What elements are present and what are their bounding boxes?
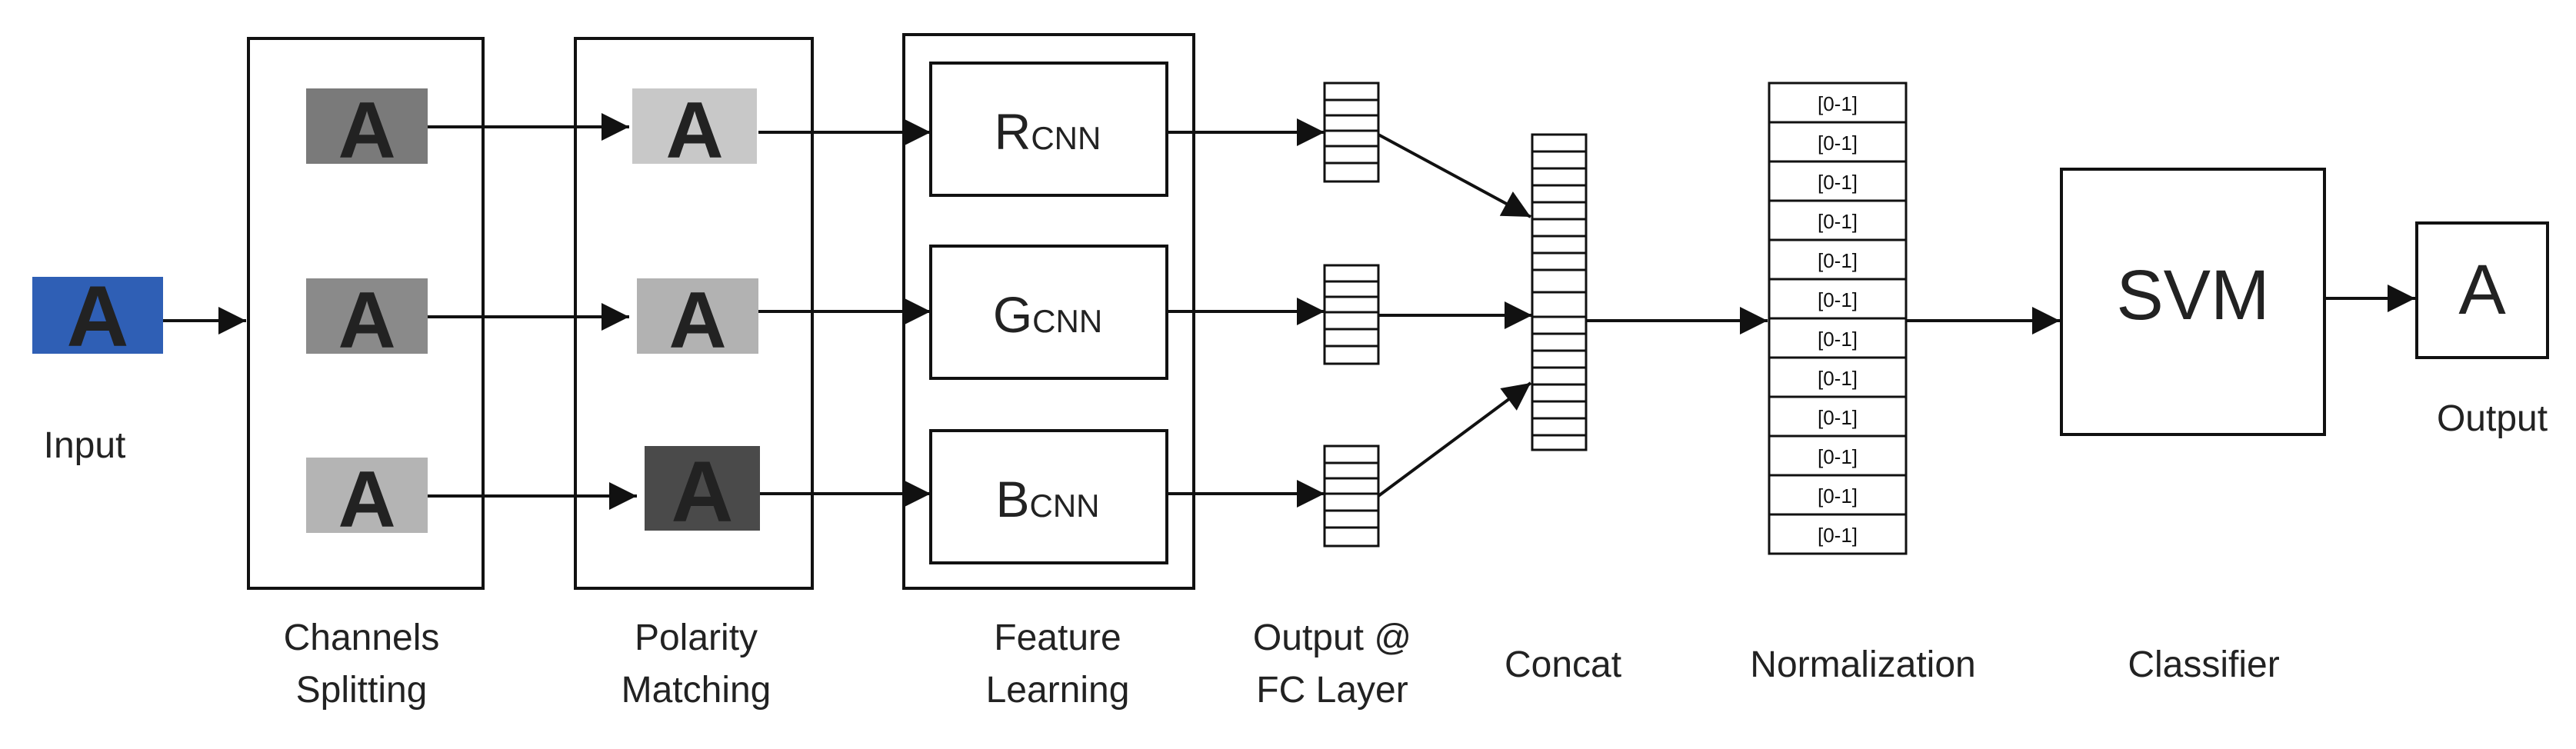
split-image-r-letter: A (338, 86, 395, 175)
normalization-cell-text: [0-1] (1818, 445, 1858, 468)
concat-label: Concat (1505, 644, 1621, 685)
normalization-cell: [0-1] (1768, 356, 1908, 398)
polarity-image-b-letter: A (671, 444, 734, 540)
split-image-b-letter: A (338, 455, 395, 544)
fc-layer-label-2: FC Layer (1256, 670, 1408, 711)
polarity-matching-box (574, 37, 814, 590)
polarity-image-r: A (632, 86, 757, 175)
normalization-cell: [0-1] (1768, 121, 1908, 163)
polarity-image-b: A (645, 444, 760, 540)
normalization-cell-text: [0-1] (1818, 92, 1858, 115)
normalization-cell-text: [0-1] (1818, 367, 1858, 390)
normalization-cell: [0-1] (1768, 434, 1908, 477)
channels-splitting-label-2: Splitting (296, 670, 428, 711)
fc-vector-g (1323, 264, 1380, 365)
fc-vector-b (1323, 444, 1380, 548)
cnn-r-block: RCNN (929, 62, 1168, 197)
cnn-g-label: GCNN (993, 286, 1102, 343)
cnn-g-block: GCNN (929, 245, 1168, 380)
normalization-cell-text: [0-1] (1818, 210, 1858, 233)
normalization-cell-text: [0-1] (1818, 171, 1858, 194)
polarity-matching-label-2: Matching (622, 670, 771, 711)
input-image-letter: A (67, 268, 129, 365)
cnn-b-block: BCNN (929, 429, 1168, 564)
normalization-cell: [0-1] (1768, 317, 1908, 359)
normalization-cell: [0-1] (1768, 199, 1908, 241)
normalization-cell-text: [0-1] (1818, 328, 1858, 351)
feature-learning-label-2: Learning (986, 670, 1130, 711)
normalization-cell: [0-1] (1768, 395, 1908, 438)
normalization-cell-text: [0-1] (1818, 484, 1858, 508)
normalization-cell-text: [0-1] (1818, 406, 1858, 429)
normalization-vector: [0-1] [0-1] [0-1] [0-1] [0-1] [0-1] [0-1] [0-1]… (1768, 82, 1908, 555)
polarity-image-g: A (637, 276, 758, 365)
channels-splitting-box (247, 37, 485, 590)
arrow-fc-r (1378, 133, 1531, 218)
normalization-cell-text: [0-1] (1818, 288, 1858, 311)
normalization-cell-text: [0-1] (1818, 249, 1858, 272)
split-image-r: A (306, 86, 428, 175)
concat-vector (1531, 133, 1588, 451)
split-image-g: A (306, 276, 428, 365)
output-label: Output (2437, 398, 2548, 439)
normalization-cell: [0-1] (1768, 82, 1908, 124)
input-image: A (32, 268, 163, 365)
svm-block: SVM (2060, 168, 2326, 436)
fc-vector-r (1323, 82, 1380, 183)
cnn-r-label: RCNN (995, 103, 1101, 160)
arrow-fc-b (1377, 381, 1532, 498)
output-letter: A (2458, 251, 2506, 329)
normalization-cell: [0-1] (1768, 278, 1908, 320)
fc-layer-label-1: Output @ (1253, 618, 1411, 658)
polarity-image-r-letter: A (665, 86, 723, 175)
output-block: A (2415, 221, 2549, 359)
feature-learning-label-1: Feature (994, 618, 1121, 658)
polarity-image-g-letter: A (668, 276, 726, 365)
svm-label: SVM (2116, 256, 2269, 335)
classifier-label: Classifier (2128, 644, 2279, 685)
split-image-b: A (306, 455, 428, 544)
normalization-cell-text: [0-1] (1818, 131, 1858, 155)
normalization-cell-text: [0-1] (1818, 524, 1858, 547)
polarity-matching-label-1: Polarity (635, 618, 758, 658)
normalization-cell: [0-1] (1768, 474, 1908, 516)
normalization-label: Normalization (1750, 644, 1975, 685)
normalization-cell: [0-1] (1768, 160, 1908, 202)
cnn-b-label: BCNN (995, 471, 1099, 528)
normalization-cell: [0-1] (1768, 238, 1908, 281)
split-image-g-letter: A (338, 276, 395, 365)
channels-splitting-label-1: Channels (284, 618, 440, 658)
normalization-cell: [0-1] (1768, 513, 1908, 555)
input-label: Input (44, 425, 126, 466)
